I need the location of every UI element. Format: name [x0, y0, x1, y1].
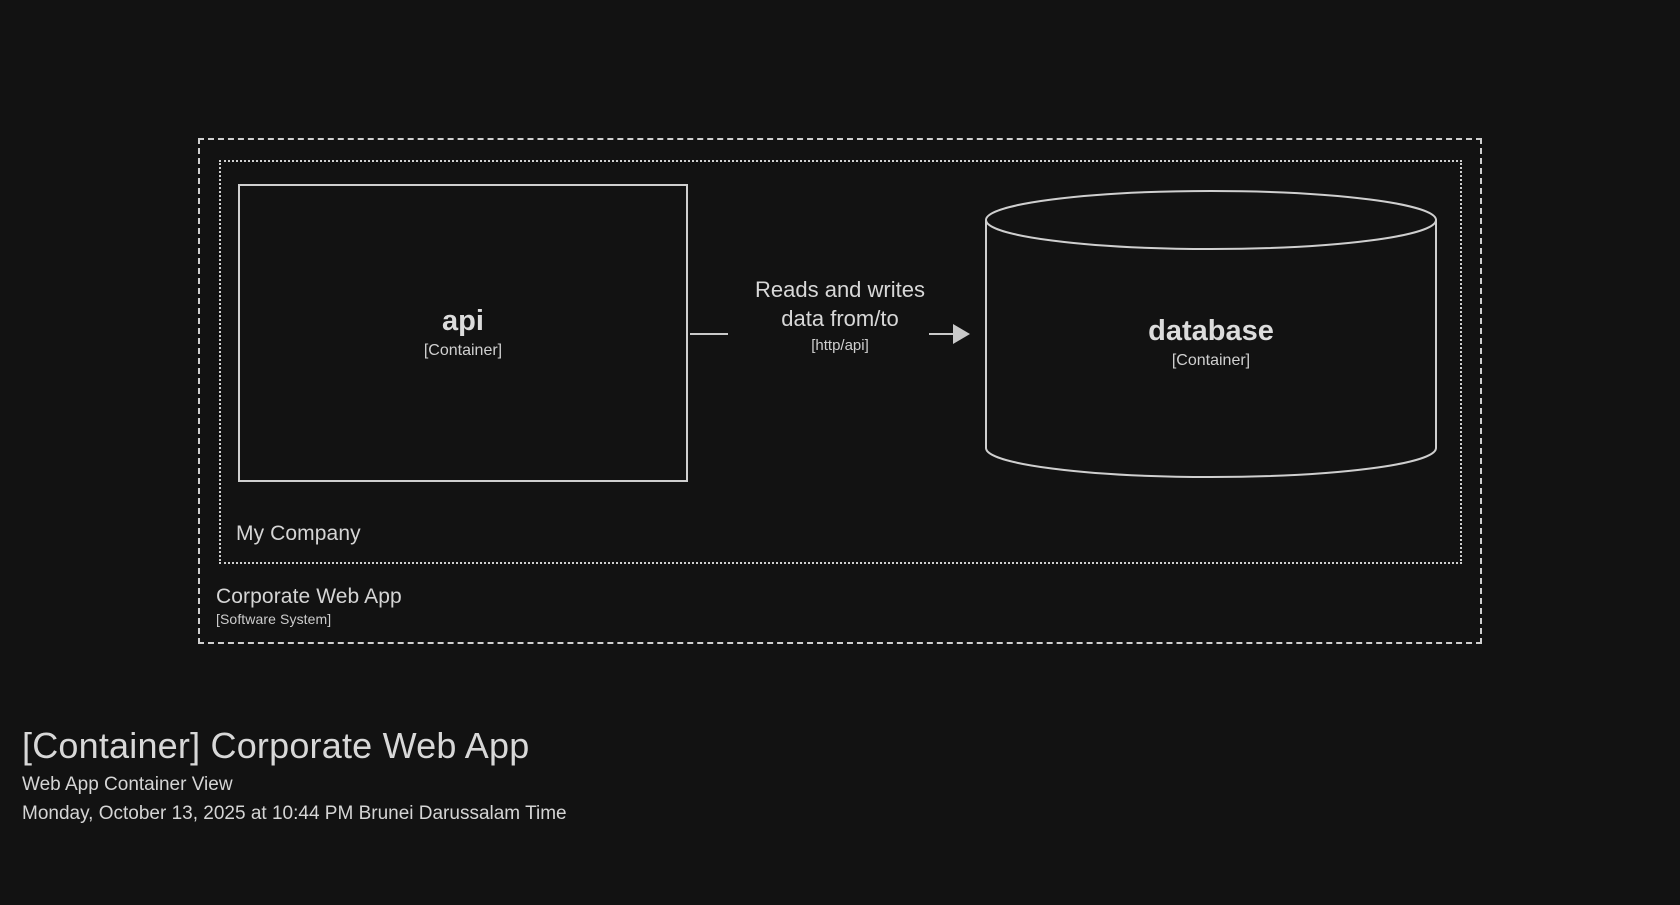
enterprise-boundary-label: My Company: [236, 521, 361, 547]
container-database-name: database: [1148, 315, 1274, 347]
software-system-boundary-name: Corporate Web App: [216, 585, 402, 608]
diagram-subtitle: Web App Container View: [22, 774, 233, 795]
software-system-boundary[interactable]: [198, 138, 1482, 644]
relationship-arrowhead-icon: [953, 324, 970, 344]
diagram-title: [Container] Corporate Web App: [22, 725, 530, 766]
container-database-type: [Container]: [1171, 352, 1251, 369]
diagram-footer: [Container] Corporate Web App Web App Co…: [22, 722, 1122, 828]
software-system-boundary-label: Corporate Web App [Software System]: [216, 584, 402, 628]
relationship-line-left: [690, 333, 728, 335]
container-api[interactable]: api [Container]: [238, 184, 688, 482]
relationship-labels: Reads and writes data from/to [http/api]: [715, 275, 965, 356]
software-system-boundary-type: [Software System]: [216, 611, 332, 627]
diagram-timestamp: Monday, October 13, 2025 at 10:44 PM Bru…: [22, 803, 567, 824]
cylinder-shape-icon: [985, 190, 1437, 478]
enterprise-boundary-name: My Company: [236, 522, 361, 545]
relationship-description: Reads and writes data from/to: [755, 277, 925, 331]
container-api-name: api: [442, 305, 484, 337]
enterprise-boundary[interactable]: [219, 160, 1462, 564]
relationship-api-to-database[interactable]: Reads and writes data from/to [http/api]: [690, 277, 990, 354]
relationship-technology: [http/api]: [811, 337, 869, 354]
relationship-line-right: [929, 333, 954, 335]
container-database-text: database [Container]: [985, 190, 1437, 478]
container-database[interactable]: database [Container]: [985, 190, 1437, 478]
container-api-type: [Container]: [423, 342, 503, 359]
